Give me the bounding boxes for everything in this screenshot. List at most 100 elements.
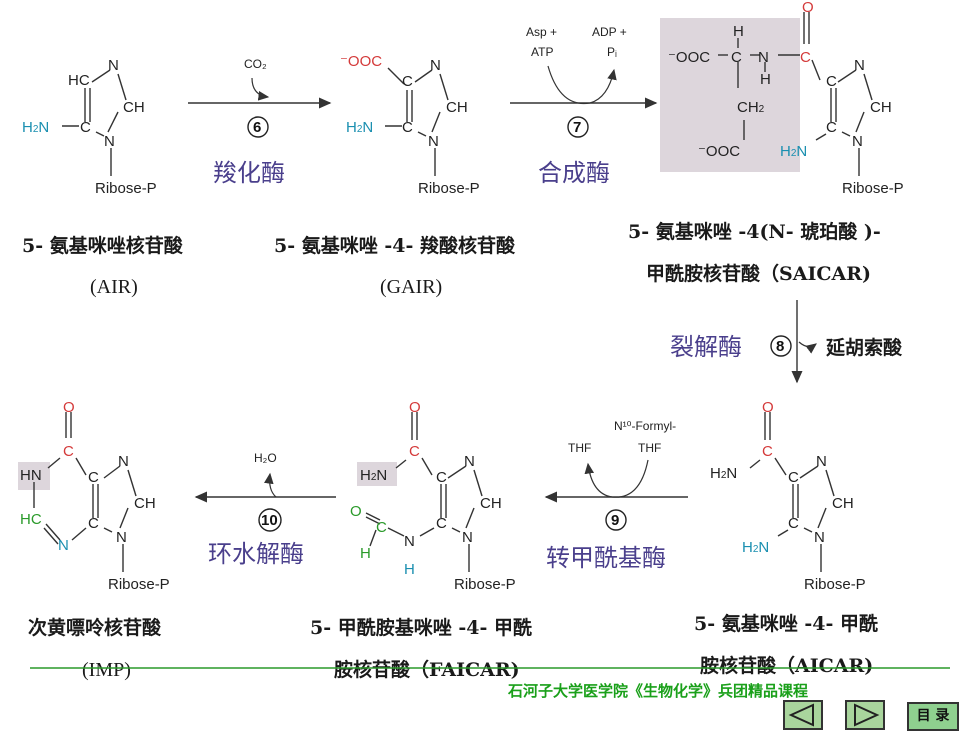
svg-text:H: H <box>733 23 744 40</box>
faicar-name: 5- 甲酰胺基咪唑 -4- 甲酰 <box>310 616 532 639</box>
svg-text:C: C <box>788 469 799 486</box>
arrow-right-icon <box>854 703 880 727</box>
svg-text:N: N <box>104 133 115 150</box>
succinate-highlight <box>660 18 800 172</box>
svg-text:C: C <box>436 515 447 532</box>
thf-label: THF <box>568 441 591 455</box>
svg-text:C: C <box>762 443 773 460</box>
amino-group: H2N <box>22 119 49 136</box>
svg-text:C: C <box>88 469 99 486</box>
ribose-p-label: Ribose-P <box>804 576 866 593</box>
step-8-badge <box>770 335 792 357</box>
svg-text:N: N <box>816 453 827 470</box>
svg-text:N: N <box>758 49 769 66</box>
svg-text:C: C <box>788 515 799 532</box>
saicar-name-2: 甲酰胺核苷酸（SAICAR) <box>646 262 871 285</box>
next-button[interactable] <box>845 700 885 730</box>
gair-structure <box>385 67 449 176</box>
svg-text:H2N: H2N <box>780 143 807 160</box>
step-10-number: 10 <box>261 512 278 529</box>
svg-text:N: N <box>108 57 119 74</box>
faicar-name-2: 胺核苷酸（FAICAR) <box>334 658 520 681</box>
svg-text:H2N: H2N <box>710 465 737 482</box>
step-9-number: 9 <box>611 512 619 529</box>
svg-text:H2N: H2N <box>742 539 769 556</box>
svg-text:N: N <box>428 133 439 150</box>
carboxylate-group: ⁻OOC <box>668 49 710 66</box>
svg-text:N: N <box>116 529 127 546</box>
air-abbr: (AIR) <box>90 276 138 298</box>
air-name: 5- 氨基咪唑核苷酸 <box>22 234 184 257</box>
aicar-structure <box>749 412 835 572</box>
enzyme-cyclohydrolase: 环水解酶 <box>208 540 304 568</box>
step-8-number: 8 <box>776 338 784 355</box>
ribose-p-label: Ribose-P <box>418 180 480 197</box>
amide-highlight <box>357 462 397 486</box>
atp-label: ATP <box>531 45 553 59</box>
water-label: H₂O <box>254 451 277 465</box>
prev-button[interactable] <box>783 700 823 730</box>
svg-text:CH: CH <box>480 495 502 512</box>
svg-text:C: C <box>826 73 837 90</box>
saicar-structure <box>718 12 873 176</box>
svg-text:H2N: H2N <box>346 119 373 136</box>
svg-text:H: H <box>404 561 415 578</box>
svg-text:N: N <box>462 529 473 546</box>
svg-text:C: C <box>402 73 413 90</box>
imp-abbr: (IMP) <box>82 659 131 681</box>
carboxylate-group: ⁻OOC <box>698 143 740 160</box>
svg-text:HC: HC <box>20 511 42 528</box>
svg-text:N: N <box>58 537 69 554</box>
enzyme-transformylase: 转甲酰基酶 <box>546 544 666 572</box>
svg-text:C: C <box>63 443 74 460</box>
svg-text:C: C <box>826 119 837 136</box>
svg-text:N: N <box>118 453 129 470</box>
svg-text:H2N: H2N <box>360 467 387 484</box>
svg-text:CH2: CH2 <box>737 99 765 116</box>
svg-text:CH: CH <box>870 99 892 116</box>
svg-text:CH: CH <box>134 495 156 512</box>
svg-text:C: C <box>731 49 742 66</box>
carboxylate-group: ⁻OOC <box>340 53 382 70</box>
aicar-name: 5- 氨基咪唑 -4- 甲酰 <box>694 612 878 635</box>
course-title: 石河子大学医学院《生物化学》兵团精品课程 <box>508 682 809 700</box>
svg-text:CH: CH <box>446 99 468 116</box>
co2-label: CO₂ <box>244 57 267 71</box>
enzyme-lyase: 裂解酶 <box>670 333 742 361</box>
aicar-name-2: 胺核苷酸（AICAR) <box>700 654 873 677</box>
pi-label: Pᵢ <box>607 45 617 59</box>
svg-text:HC: HC <box>68 72 90 89</box>
saicar-name: 5- 氨基咪唑 -4(N- 琥珀酸 )- <box>628 220 881 243</box>
formyl-thf-label: N¹⁰-Formyl- <box>614 419 676 433</box>
svg-text:O: O <box>63 399 75 416</box>
svg-text:O: O <box>409 399 421 416</box>
svg-text:O: O <box>350 503 362 520</box>
step-9-badge <box>605 509 627 531</box>
svg-text:O: O <box>802 0 814 16</box>
svg-text:C: C <box>800 49 811 66</box>
step-10-badge <box>258 508 282 532</box>
asp-label: Asp + <box>526 25 557 39</box>
imp-structure <box>33 412 137 572</box>
step-7-number: 7 <box>573 119 581 136</box>
arrow-left-icon <box>788 703 814 727</box>
svg-text:C: C <box>80 119 91 136</box>
svg-text:N: N <box>464 453 475 470</box>
svg-text:C: C <box>436 469 447 486</box>
svg-text:N: N <box>430 57 441 74</box>
svg-text:CH: CH <box>832 495 854 512</box>
menu-button[interactable]: 目 录 <box>907 702 959 731</box>
svg-text:N: N <box>814 529 825 546</box>
faicar-structure <box>365 412 483 572</box>
svg-text:H: H <box>760 71 771 88</box>
gair-abbr: (GAIR) <box>380 276 442 298</box>
enzyme-synthetase: 合成酶 <box>538 159 610 187</box>
svg-text:N: N <box>404 533 415 550</box>
ribose-p-label: Ribose-P <box>842 180 904 197</box>
ribose-p-label: Ribose-P <box>108 576 170 593</box>
enzyme-carboxylase: 羧化酶 <box>213 159 285 187</box>
svg-text:O: O <box>762 399 774 416</box>
air-structure <box>62 69 127 176</box>
svg-text:HN: HN <box>20 467 42 484</box>
